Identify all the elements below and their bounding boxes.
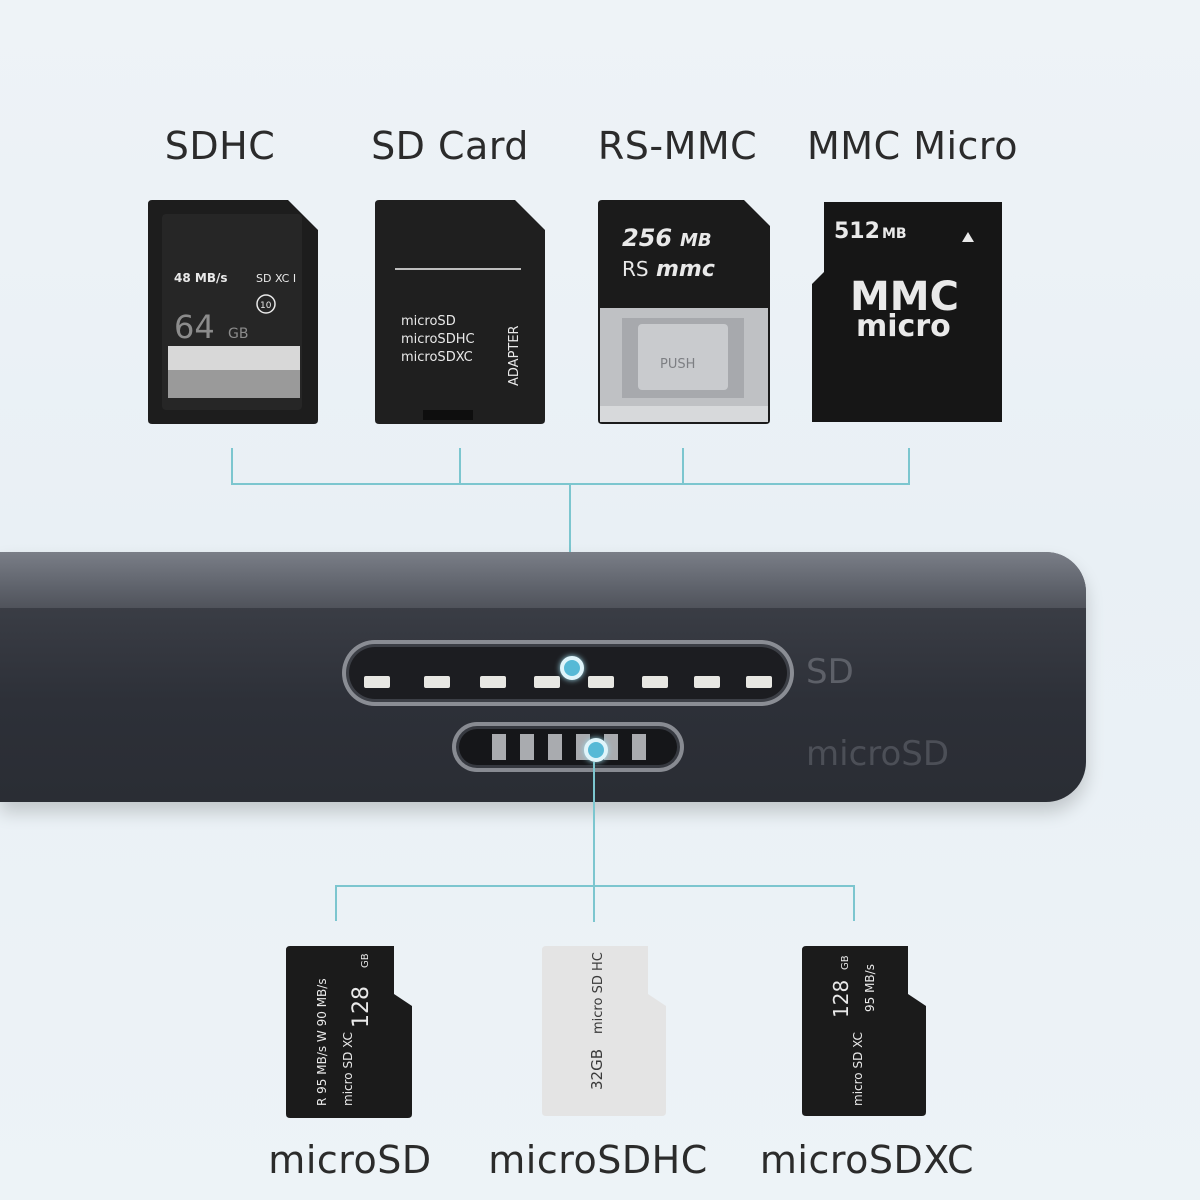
sd-slot-label: SD xyxy=(806,652,854,692)
microsd-capacity: 128 xyxy=(349,986,374,1028)
microsd-brand: micro SD XC xyxy=(341,1032,355,1106)
adapter-line-3: microSDXC xyxy=(401,350,473,365)
adapter-slot xyxy=(423,410,473,420)
connector-bottom-trunk xyxy=(593,762,595,922)
microsdxc-capacity-unit: GB xyxy=(840,955,851,970)
microsdxc-capacity: 128 xyxy=(829,980,853,1018)
sdhc-capacity: 64 xyxy=(174,308,215,346)
microsd-capacity-unit: GB xyxy=(360,953,371,968)
connector-bottom-drop-1 xyxy=(335,885,337,921)
mmcmicro-brand-2: micro xyxy=(856,309,951,344)
rsmmc-brand: mmc xyxy=(656,257,715,282)
mmc-micro-card-image: 512 MB MMC micro xyxy=(812,202,1002,422)
label-microsdxc: microSDXC xyxy=(759,1138,975,1182)
sdhc-capacity-unit: GB xyxy=(228,326,248,342)
microsdhc-card-image: micro SD HC 32GB xyxy=(542,946,666,1116)
connector-bottom-horizontal xyxy=(335,885,855,887)
connector-top-drop-1 xyxy=(231,448,233,484)
adapter-line-1: microSD xyxy=(401,314,456,329)
sdhc-class-icon xyxy=(256,294,276,314)
mmcmicro-capacity-unit: MB xyxy=(882,226,907,242)
sdhc-label-strip-gray xyxy=(168,370,300,398)
label-microsdhc: microSDHC xyxy=(488,1138,708,1182)
rs-mmc-card-image: 256 MB RS mmc PUSH xyxy=(598,200,770,424)
rsmmc-capacity: 256 xyxy=(622,224,672,252)
label-mmc-micro: MMC Micro xyxy=(807,124,1018,168)
connector-top-drop-3 xyxy=(682,448,684,484)
mmcmicro-arrow-icon xyxy=(962,232,974,242)
rsmmc-latch-text: PUSH xyxy=(660,357,695,372)
label-sd-card: SD Card xyxy=(371,124,529,168)
rsmmc-capacity-unit: MB xyxy=(680,230,712,251)
sdhc-card-image: 48 MB/s SD XC I 10 64 GB xyxy=(148,200,318,424)
microsdxc-brand: micro SD XC xyxy=(851,1032,865,1106)
microsdxc-speed: 95 MB/s xyxy=(863,964,877,1012)
adapter-line-2: microSDHC xyxy=(401,332,475,347)
microsd-slot-label: microSD xyxy=(806,734,950,774)
sdhc-class-mark: 10 xyxy=(260,301,272,311)
microsd-slot[interactable] xyxy=(452,722,684,772)
microsdhc-brand: micro SD HC xyxy=(591,952,606,1034)
sdhc-label-strip-light xyxy=(168,346,300,370)
mmcmicro-brand-1: MMC xyxy=(850,274,959,320)
label-sdhc: SDHC xyxy=(164,124,276,168)
rsmmc-brand-prefix: RS xyxy=(622,257,649,281)
microsd-slot-indicator-dot xyxy=(584,738,608,762)
sdhc-badge: SD XC I xyxy=(256,272,296,285)
connector-top-drop-4 xyxy=(908,448,910,484)
label-rs-mmc: RS-MMC xyxy=(597,124,758,168)
connector-bottom-drop-3 xyxy=(853,885,855,921)
microsdhc-capacity: 32GB xyxy=(588,1049,606,1090)
sd-adapter-image: microSD microSDHC microSDXC ADAPTER xyxy=(375,200,545,424)
card-reader-top-surface xyxy=(0,552,1086,608)
sd-slot-indicator-dot xyxy=(560,656,584,680)
microsd-card-image: R 95 MB/s W 90 MB/s 128 GB micro SD XC xyxy=(286,946,412,1118)
adapter-side-text: ADAPTER xyxy=(507,325,522,386)
label-microsd: microSD xyxy=(268,1138,432,1182)
sdhc-speed: 48 MB/s xyxy=(174,271,228,285)
mmcmicro-capacity: 512 xyxy=(834,219,880,244)
connector-top-drop-2 xyxy=(459,448,461,484)
microsd-speed: R 95 MB/s W 90 MB/s xyxy=(315,978,329,1106)
microsdxc-card-image: 128 GB 95 MB/s micro SD XC xyxy=(802,946,926,1116)
